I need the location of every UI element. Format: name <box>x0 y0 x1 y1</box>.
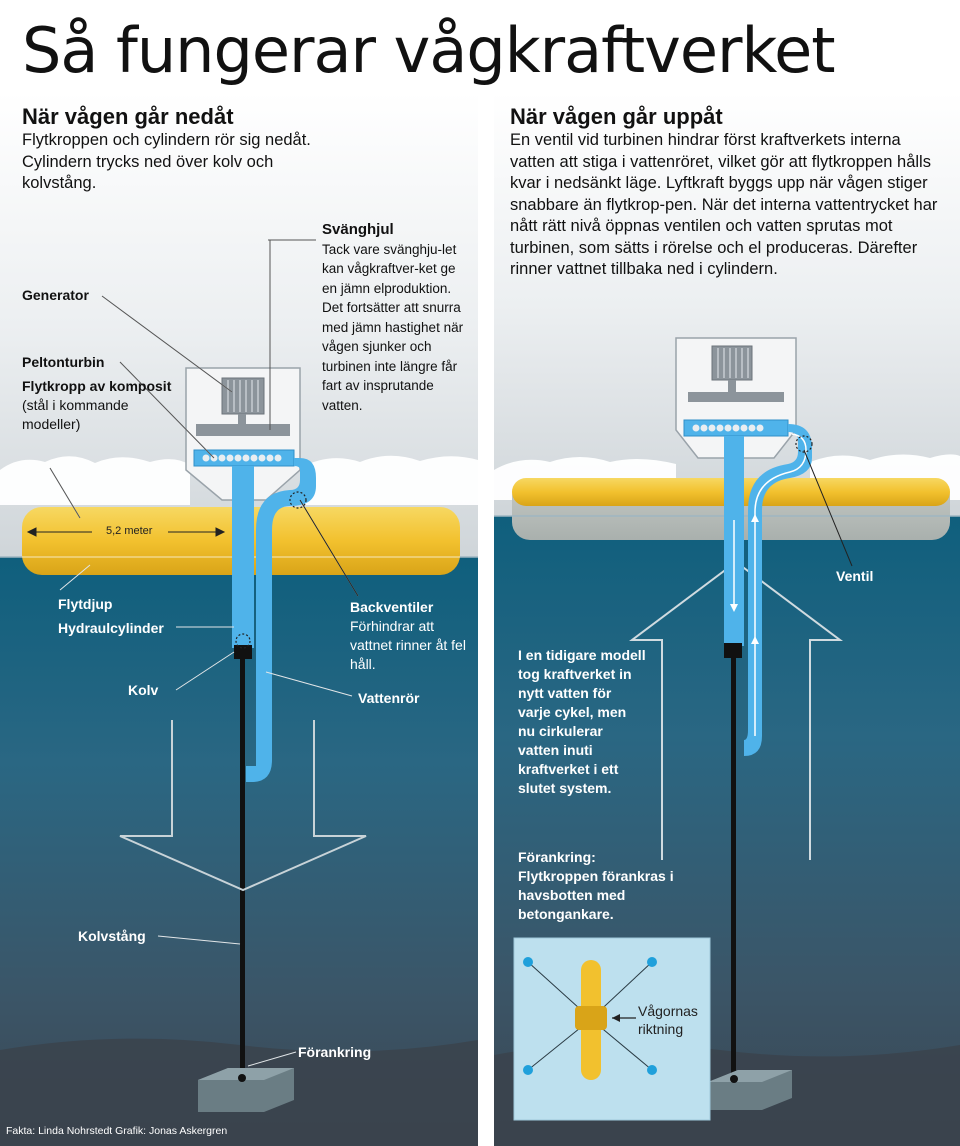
anchoring-label-left: Förankring <box>298 1044 372 1060</box>
draft-label: Flytdjup <box>58 596 113 612</box>
check-valves-note: Backventiler Förhindrar att vattnet rinn… <box>350 598 474 674</box>
dimension-label: 5,2 meter <box>106 525 153 537</box>
piston-left <box>234 645 252 659</box>
dimension-line <box>26 527 226 537</box>
downward-arrow <box>119 720 367 892</box>
anchoring-note-right: Förankring: Flytkroppen förankras i havs… <box>518 848 708 924</box>
generator-left <box>221 377 265 415</box>
older-model-note: I en tidigare modell tog kraftverket in … <box>518 647 646 796</box>
clouds-left <box>0 455 478 505</box>
float-material-note: (stål i kommande modeller) <box>22 397 129 432</box>
piston-rod-label: Kolvstång <box>78 928 146 944</box>
generator-label: Generator <box>22 287 89 303</box>
wave-direction-label: Vågornas riktning <box>638 1003 698 1037</box>
float-label: Flytkropp av komposit <box>22 378 172 394</box>
flywheel-label: Svänghjul <box>322 221 394 238</box>
hydraulic-cylinder-label: Hydraulcylinder <box>58 620 164 636</box>
water-pipe-left <box>246 458 316 782</box>
anchoring-label-right: Förankring: <box>518 849 596 865</box>
check-valves-text: Förhindrar att vattnet rinner åt fel hål… <box>350 618 466 672</box>
peltonturbin-label: Peltonturbin <box>22 354 105 370</box>
left-panel <box>0 92 478 1146</box>
piston-label: Kolv <box>128 682 159 698</box>
right-intro: En ventil vid turbinen hindrar först kra… <box>510 131 938 278</box>
page-title: Så fungerar vågkraftverket <box>22 14 836 87</box>
right-panel <box>494 92 960 1146</box>
valve-label: Ventil <box>836 568 874 584</box>
piston-right <box>724 643 742 658</box>
anchoring-text-right: Flytkroppen förankras i havsbotten med b… <box>518 868 674 922</box>
flywheel-text: Tack vare svänghju-let kan vågkraftver-k… <box>322 241 464 413</box>
left-intro: Flytkroppen och cylindern rör sig nedåt.… <box>22 131 311 192</box>
water-pipe-right <box>744 424 812 756</box>
anchoring-top-view-inset <box>513 937 711 1121</box>
flywheel-left <box>196 424 290 436</box>
left-heading: När vågen går nedåt <box>22 104 234 129</box>
piston-rod-left <box>240 659 245 1079</box>
credits: Fakta: Linda Nohrstedt Grafik: Jonas Ask… <box>6 1125 228 1137</box>
right-heading: När vågen går uppåt <box>510 104 723 129</box>
check-valves-label: Backventiler <box>350 599 434 615</box>
hydraulic-cylinder-left <box>232 466 254 648</box>
piston-rod-right <box>731 658 736 1078</box>
float-note: Flytkropp av komposit (stål i kommande m… <box>22 377 172 434</box>
water-pipe-label: Vattenrör <box>358 690 420 706</box>
flywheel-right <box>688 392 784 402</box>
flywheel-note: Svänghjul Tack vare svänghju-let kan våg… <box>322 220 472 415</box>
